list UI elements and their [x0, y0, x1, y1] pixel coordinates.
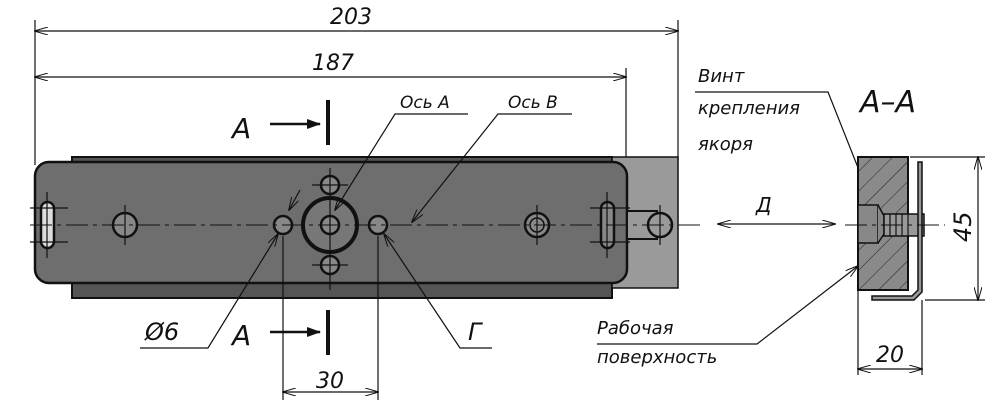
callout-label: Ось А: [400, 93, 450, 113]
callout-axis-a: Ось А: [335, 93, 468, 210]
callout-label: Рабочая: [597, 318, 674, 339]
callout-label: крепления: [698, 98, 800, 119]
dimension-20: 20: [858, 290, 922, 375]
callout-g: Г: [384, 234, 492, 349]
callout-label: якоря: [698, 134, 753, 155]
dimension-30: 30: [283, 236, 378, 400]
callout-label: поверхность: [597, 347, 717, 368]
distance-d: Д: [718, 193, 835, 224]
callout-surface: Рабочая поверхность: [597, 266, 858, 368]
dimension-187: 187: [35, 51, 626, 160]
callout-label: Винт: [698, 66, 745, 87]
section-view: [845, 156, 945, 301]
distance-label: Д: [755, 193, 772, 217]
callout-axis-b: Ось В: [412, 93, 572, 222]
dimension-label: 187: [312, 51, 354, 76]
section-mark-lower: А: [230, 310, 330, 355]
dimension-203: 203: [35, 5, 678, 165]
dimension-label: 20: [876, 343, 904, 368]
callout-label: Ø6: [144, 318, 179, 346]
plate-assembly: [30, 156, 705, 299]
section-mark-upper: А: [230, 100, 330, 145]
callout-diameter: Ø6: [140, 189, 301, 349]
dimension-45: 45: [910, 157, 985, 300]
dimension-label: 30: [316, 369, 344, 394]
dimension-label: 45: [949, 211, 977, 242]
section-letter: А: [230, 112, 251, 145]
bracket: [871, 161, 923, 301]
section-title: А–А: [858, 85, 916, 120]
callout-screw: Винт крепления якоря: [695, 66, 874, 208]
callout-label: Г: [468, 318, 483, 346]
callout-label: Ось В: [508, 93, 558, 113]
section-letter: А: [230, 319, 251, 352]
dimension-label: 203: [330, 5, 372, 30]
